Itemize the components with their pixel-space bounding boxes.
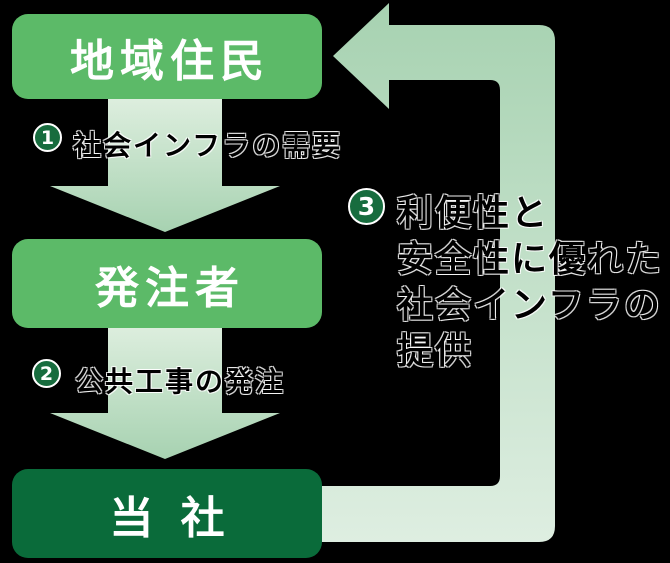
step-3-label-line-4: 提供 bbox=[397, 331, 474, 372]
node-company-box: 当 社 bbox=[12, 469, 322, 558]
node-company-label: 当 社 bbox=[109, 492, 231, 544]
step-1-badge: 1 bbox=[33, 123, 62, 152]
down-arrow-1-icon bbox=[50, 99, 280, 232]
step-3-label-line-2: 安全性に優れた bbox=[397, 239, 664, 280]
step-2-badge: 2 bbox=[32, 359, 61, 388]
node-residents-label: 地域住民 bbox=[70, 35, 270, 87]
step-2-number: 2 bbox=[39, 362, 54, 385]
step-2-label: 公共工事の発注 bbox=[75, 365, 286, 398]
step-3-number: 3 bbox=[357, 192, 376, 221]
node-orderer-box: 発注者 bbox=[12, 239, 322, 328]
step-3-label-line-1: 利便性と bbox=[397, 193, 550, 234]
node-residents-box: 地域住民 bbox=[12, 14, 322, 99]
down-arrow-2-icon bbox=[50, 326, 280, 459]
step-3-badge: 3 bbox=[348, 188, 385, 225]
step-3-label-line-3: 社会インフラの bbox=[397, 285, 662, 326]
step-1-number: 1 bbox=[40, 126, 55, 149]
step-1-label: 社会インフラの需要 bbox=[73, 129, 343, 162]
return-arrow-icon bbox=[318, 3, 555, 542]
node-orderer-label: 発注者 bbox=[95, 262, 245, 314]
step-3-label: 利便性と 安全性に優れた 社会インフラの 提供 bbox=[397, 191, 663, 375]
